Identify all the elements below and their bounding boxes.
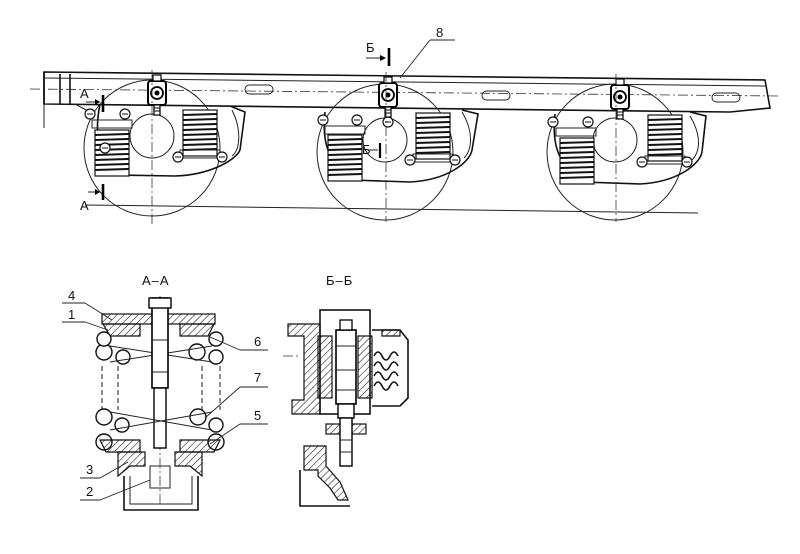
callout-3-label: 3 bbox=[86, 462, 93, 477]
wheel-unit-2 bbox=[316, 72, 479, 222]
section-b-b: Б–Б bbox=[283, 273, 409, 507]
spring-right bbox=[415, 112, 451, 160]
clamp-2 bbox=[378, 76, 398, 118]
clamp-3 bbox=[610, 78, 630, 120]
section-b-b-title: Б–Б bbox=[326, 273, 353, 288]
spring-left bbox=[94, 129, 130, 177]
callout-6: 6 bbox=[209, 334, 268, 351]
spring-left bbox=[327, 134, 363, 182]
callout-8-label: 8 bbox=[436, 25, 443, 40]
callout-2: 2 bbox=[80, 479, 151, 501]
callout-3: 3 bbox=[80, 461, 129, 479]
wheel-unit-3 bbox=[546, 74, 707, 222]
section-cut-a: А А bbox=[80, 86, 105, 213]
callout-5: 5 bbox=[209, 408, 268, 445]
callout-1: 1 bbox=[62, 307, 109, 331]
section-cut-b: Б Б bbox=[362, 40, 391, 158]
callout-4-label: 4 bbox=[68, 288, 75, 303]
spring-left bbox=[559, 137, 595, 185]
horizontal-spring bbox=[373, 351, 399, 391]
callout-7: 7 bbox=[204, 370, 268, 419]
rail-line bbox=[84, 204, 699, 214]
cut-label-a-bottom: А bbox=[80, 198, 89, 213]
clamp-1 bbox=[147, 74, 167, 116]
spring-right bbox=[182, 109, 218, 157]
callout-6-label: 6 bbox=[254, 334, 261, 349]
callout-1-label: 1 bbox=[68, 307, 75, 322]
cut-label-b-top: Б bbox=[366, 40, 375, 55]
section-a-a: А–А bbox=[62, 273, 268, 511]
callout-8: 8 bbox=[399, 25, 455, 79]
cut-label-a-top: А bbox=[80, 86, 89, 101]
spring-right bbox=[647, 114, 683, 162]
callout-7-label: 7 bbox=[254, 370, 261, 385]
frame-beam bbox=[29, 71, 781, 128]
wheel-unit-1 bbox=[83, 70, 246, 225]
callout-4: 4 bbox=[62, 288, 113, 321]
section-a-a-title: А–А bbox=[142, 273, 170, 288]
callout-2-label: 2 bbox=[86, 484, 93, 499]
cut-label-b-mid: Б bbox=[362, 142, 371, 157]
callout-5-label: 5 bbox=[254, 408, 261, 423]
bogie-side-view: А А Б Б 8 bbox=[29, 25, 781, 225]
